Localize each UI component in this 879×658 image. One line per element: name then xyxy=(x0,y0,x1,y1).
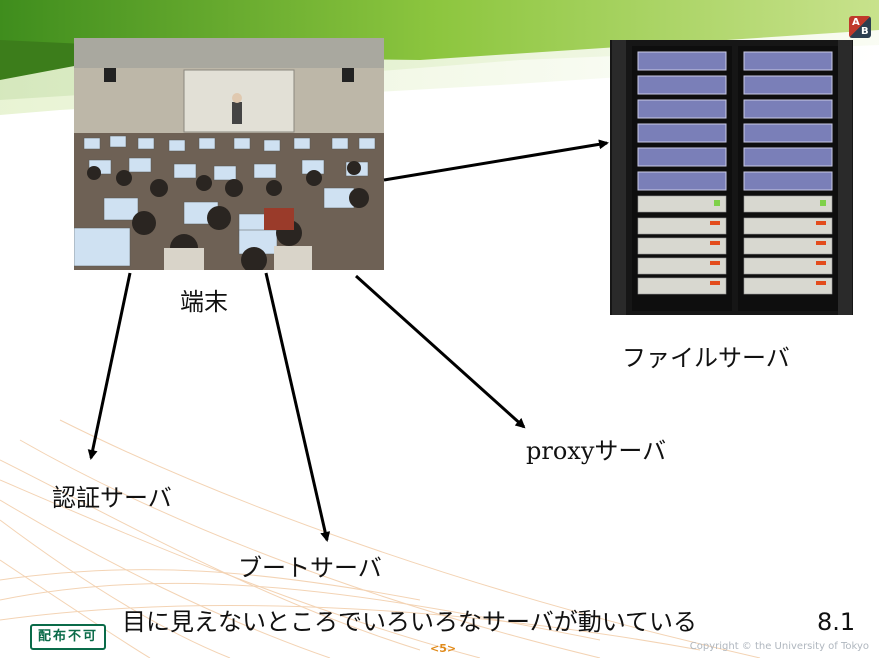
file-server-label: ファイルサーバ xyxy=(622,344,790,372)
terminal-label: 端末 xyxy=(180,288,228,316)
no-distribution-badge: 配布不可 xyxy=(30,624,106,650)
copyright: Copyright © the University of Tokyo xyxy=(689,641,869,652)
logo-letter-b: B xyxy=(861,26,869,37)
arrow-to-boot-server xyxy=(264,272,331,542)
proxy-server-label: proxyサーバ xyxy=(526,431,666,466)
auth-server-label: 認証サーバ xyxy=(52,484,172,512)
ab-logo-icon: A B xyxy=(849,16,871,38)
logo-letter-a: A xyxy=(852,17,860,28)
arrow-to-proxy-server xyxy=(354,274,526,429)
arrow-to-file-server xyxy=(383,139,609,182)
version-number: 8.1 xyxy=(817,608,856,636)
classroom-photo xyxy=(74,38,384,270)
proxy-text: proxy xyxy=(526,437,595,465)
boot-server-label: ブートサーバ xyxy=(238,554,382,582)
arrow-to-auth-server xyxy=(87,272,132,460)
page-number: <5> xyxy=(430,642,457,655)
proxy-server-text: サーバ xyxy=(594,437,667,465)
server-rack-photo xyxy=(610,40,853,315)
caption: 目に見えないところでいろいろなサーバが動いている xyxy=(122,608,698,636)
